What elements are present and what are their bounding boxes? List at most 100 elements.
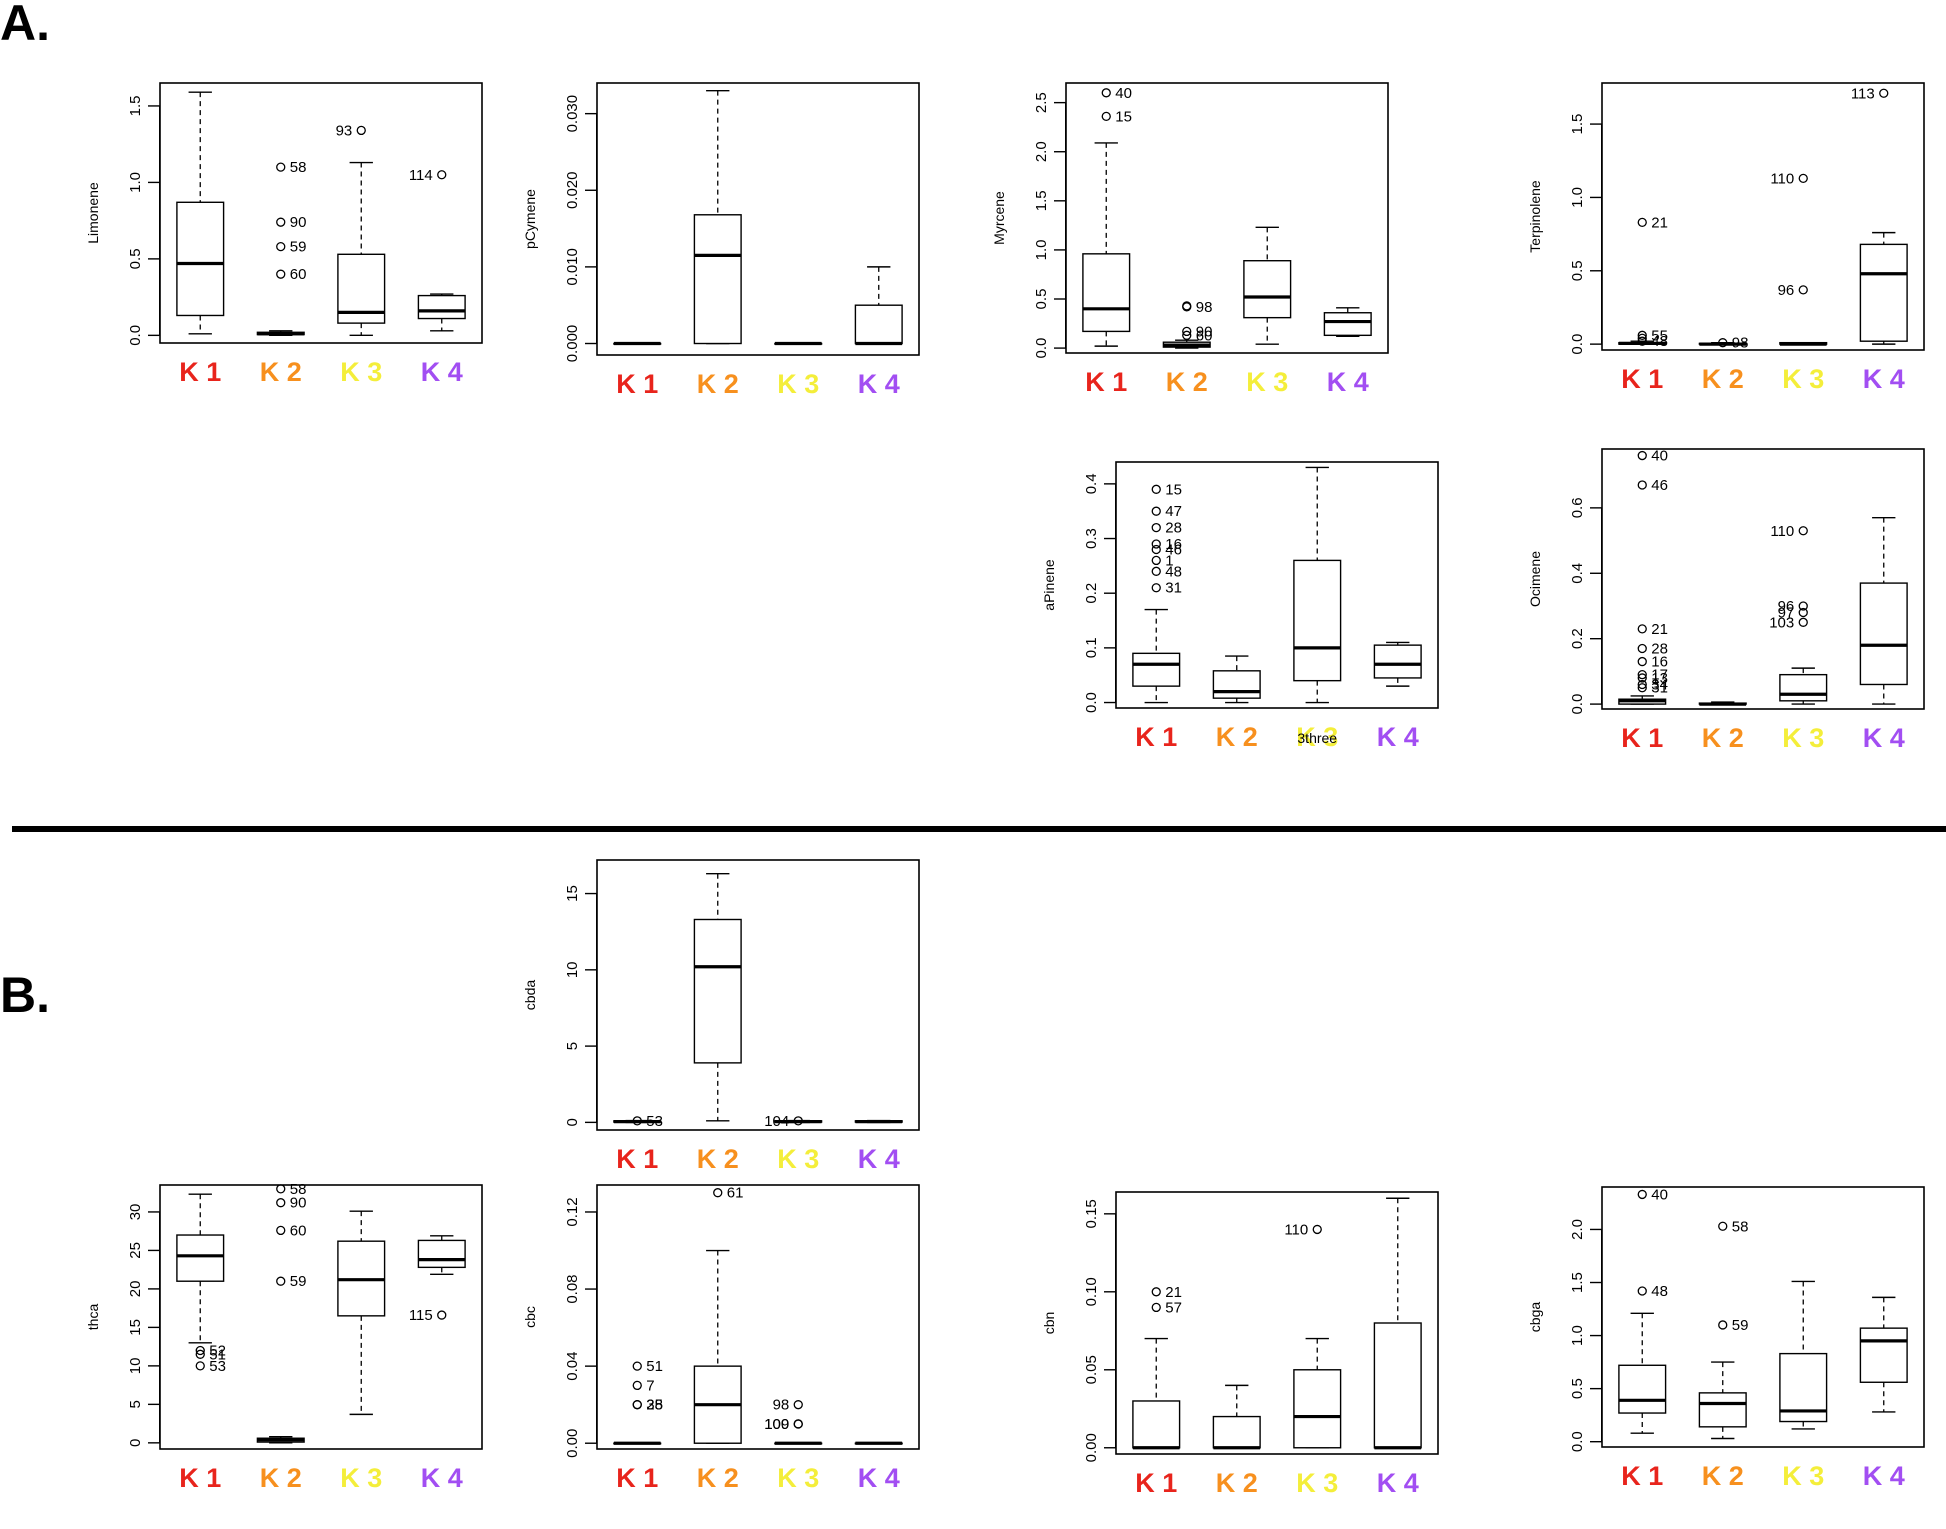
- outlier-point: [1151, 1287, 1161, 1297]
- box-k4: [854, 1119, 903, 1124]
- category-label: K 4: [1863, 1461, 1905, 1491]
- iqr-box: [1859, 1327, 1908, 1383]
- outlier-label: 28: [646, 1397, 663, 1414]
- outlier-point: [1798, 601, 1808, 611]
- box-k4: 115: [409, 1235, 466, 1324]
- category-label: K 3: [1782, 1461, 1824, 1491]
- y-tick-label: 1.0: [1033, 239, 1050, 260]
- outlier-point: [195, 1349, 205, 1359]
- category-label: K 4: [858, 369, 900, 399]
- outlier-point: [1637, 679, 1647, 690]
- category-label: K 2: [1702, 364, 1744, 394]
- outlier-label: 115: [409, 1307, 433, 1324]
- outlier-label: 59: [290, 1273, 307, 1290]
- outlier-label: 58: [290, 159, 307, 176]
- category-label: K 2: [697, 1463, 739, 1493]
- y-tick-label: 0.5: [1569, 260, 1586, 281]
- y-tick-label: 10: [127, 1358, 144, 1375]
- y-tick-label: 0.08: [564, 1274, 581, 1303]
- box-k1: [613, 341, 662, 346]
- y-tick-label: 1.0: [1569, 1325, 1586, 1346]
- category-label: K 1: [1135, 722, 1177, 752]
- outlier-label: 28: [1165, 520, 1182, 537]
- outlier-label: 90: [290, 1195, 307, 1212]
- y-tick-label: 0.0: [1569, 1431, 1586, 1452]
- y-tick-label: 15: [127, 1319, 144, 1336]
- iqr-box: [1618, 1364, 1667, 1414]
- y-axis-label: Terpinolene: [1527, 180, 1543, 253]
- outlier-point: [1151, 544, 1161, 555]
- outlier-label: 55: [1651, 327, 1668, 344]
- category-label: K 1: [616, 369, 658, 399]
- y-tick-label: 30: [127, 1204, 144, 1221]
- category-label: K 2: [697, 1144, 739, 1174]
- y-tick-label: 0.000: [564, 325, 581, 363]
- outlier-label: 59: [290, 239, 307, 256]
- outlier-label: 97: [1778, 605, 1795, 622]
- y-tick-label: 5: [564, 1042, 581, 1050]
- outlier-point: [793, 1419, 803, 1429]
- box-k3: 104: [764, 1113, 823, 1130]
- category-label: K 1: [1085, 367, 1127, 397]
- outlier-label: 110: [1770, 523, 1794, 540]
- y-axis-label: thca: [85, 1304, 101, 1331]
- outlier-point: [1182, 330, 1192, 340]
- outlier-point: [1637, 670, 1647, 680]
- y-tick-label: 10: [564, 961, 581, 978]
- outlier-label: 96: [1778, 282, 1795, 299]
- outlier-label: 59: [1732, 1317, 1749, 1334]
- box-k3: [774, 341, 823, 346]
- y-tick-label: 1.5: [127, 96, 144, 117]
- outlier-label: 15: [1115, 108, 1132, 125]
- category-label: K 1: [1135, 1468, 1177, 1498]
- outlier-label: 96: [1778, 598, 1795, 615]
- outlier-point: [1637, 217, 1647, 228]
- iqr-box: [1373, 1322, 1422, 1449]
- outlier-label: 53: [209, 1358, 226, 1375]
- iqr-box: [1243, 260, 1292, 319]
- outlier-point: [1637, 673, 1647, 683]
- box-k2: [1212, 655, 1261, 704]
- y-tick-label: 0.10: [1083, 1277, 1100, 1306]
- category-label: K 1: [616, 1144, 658, 1174]
- outlier-label: 53: [646, 1113, 663, 1130]
- outlier-label: 57: [1165, 1299, 1182, 1316]
- outlier-label: 16: [1165, 536, 1182, 553]
- outlier-point: [632, 1361, 642, 1371]
- y-axis-label: cbc: [522, 1306, 538, 1328]
- plot-frame: [159, 1184, 483, 1450]
- box-k4: [1323, 307, 1372, 338]
- iqr-box: [1082, 253, 1131, 333]
- iqr-box: [417, 294, 466, 320]
- outlier-point: [1637, 1286, 1647, 1296]
- outlier-label: 21: [1651, 621, 1668, 638]
- outlier-label: 98: [773, 1397, 790, 1414]
- outlier-point: [1101, 111, 1111, 122]
- y-tick-label: 2.0: [1033, 141, 1050, 162]
- outlier-label: 109: [764, 1416, 789, 1433]
- box-k2: [1698, 701, 1747, 706]
- outlier-label: 13: [1651, 670, 1668, 687]
- y-tick-label: 0.2: [1083, 583, 1100, 604]
- category-label: K 3: [340, 1463, 382, 1493]
- y-tick-label: 0: [564, 1118, 581, 1126]
- outlier-point: [356, 125, 366, 136]
- box-k1: 53: [613, 1113, 663, 1130]
- outlier-label: 51: [646, 1358, 663, 1375]
- outlier-point: [1798, 607, 1808, 618]
- outlier-label: 15: [1165, 481, 1182, 498]
- category-label: K 3: [777, 369, 819, 399]
- outlier-label: 46: [1165, 541, 1182, 558]
- y-tick-label: 0.4: [1569, 563, 1586, 584]
- outlier-point: [1637, 1189, 1647, 1200]
